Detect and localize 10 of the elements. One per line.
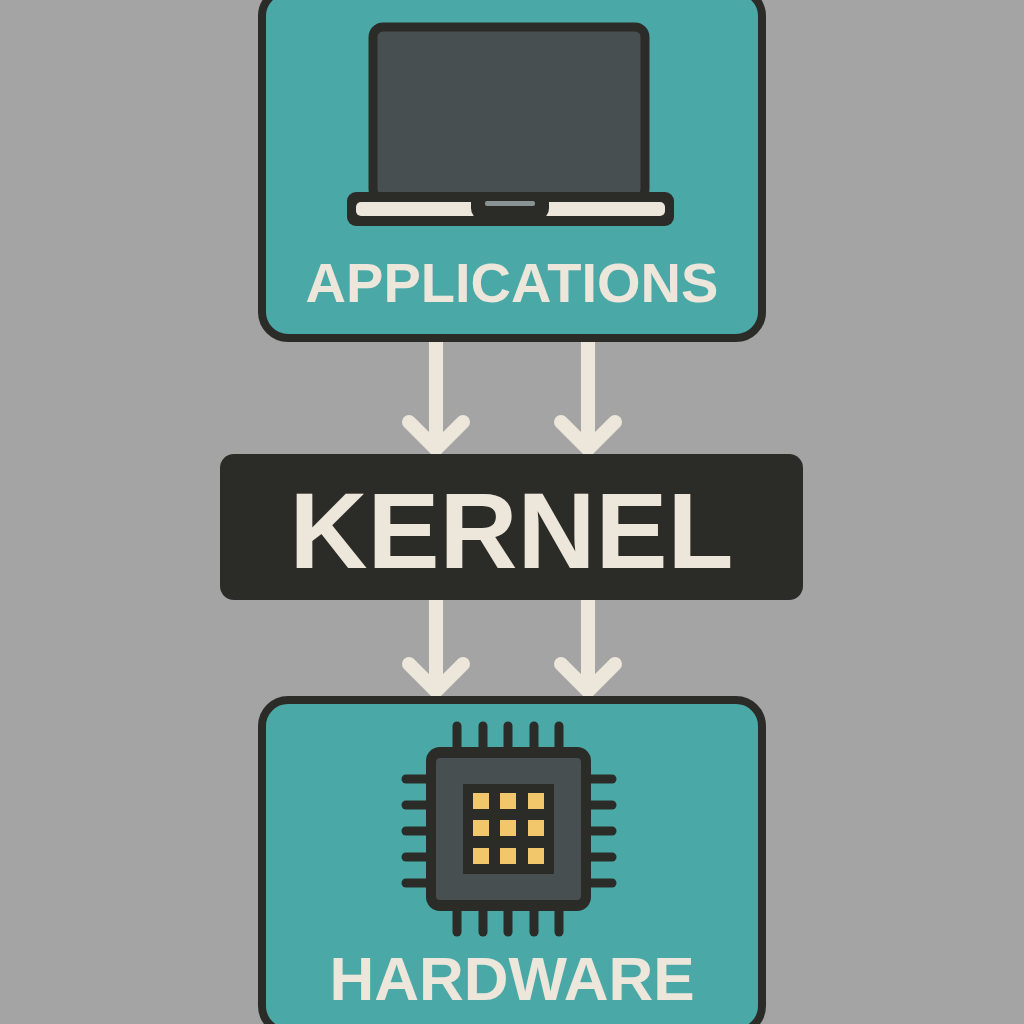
arrow (402, 342, 470, 456)
layer-label: HARDWARE (329, 948, 695, 1010)
arrow (402, 600, 470, 698)
arrow (554, 342, 622, 456)
layer-label: KERNEL (289, 477, 734, 585)
layer-box (258, 0, 766, 342)
layer-box (220, 454, 803, 600)
layer-box (258, 696, 766, 1024)
layer-label: APPLICATIONS (305, 255, 719, 311)
arrow (554, 600, 622, 698)
